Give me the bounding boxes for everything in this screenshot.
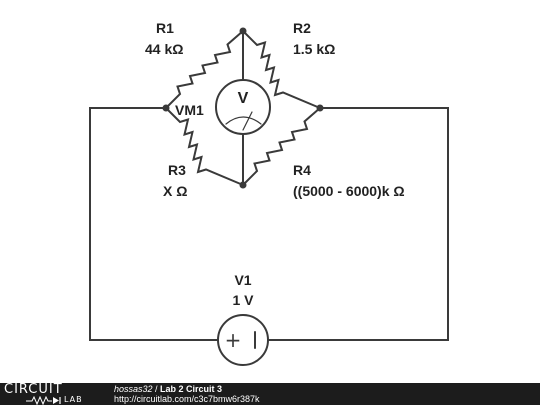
footer-url-link[interactable]: http://circuitlab.com/c3c7bmw6r387k <box>114 394 260 404</box>
circuitlab-logo-bottom: LAB <box>64 395 83 404</box>
v1-value: 1 V <box>232 292 254 308</box>
wire-left-loop <box>89 107 219 341</box>
circuit-schematic: R1 44 kΩ R2 1.5 kΩ VM1 V R3 X Ω R4 ((500… <box>89 20 449 366</box>
circuitlab-logo-top: CIRCUIT <box>4 382 63 397</box>
voltage-source-v1 <box>217 314 269 366</box>
resistor-logo-icon <box>26 396 61 405</box>
voltmeter-scale-arc <box>225 116 262 125</box>
footer-bar: CIRCUIT LAB hossas32 / Lab 2 Circuit 3 h… <box>0 383 540 405</box>
footer-user-link[interactable]: hossas32 <box>114 384 153 394</box>
node-right <box>316 104 324 112</box>
vm1-name: VM1 <box>175 102 204 118</box>
voltmeter-vm1 <box>215 79 271 135</box>
r2-value: 1.5 kΩ <box>293 41 335 57</box>
vm1-symbol: V <box>238 90 249 107</box>
voltmeter-needle <box>242 111 253 131</box>
r3-name: R3 <box>168 162 186 178</box>
footer-separator: / <box>152 384 161 394</box>
node-top <box>239 27 247 35</box>
r1-value: 44 kΩ <box>145 41 183 57</box>
node-left <box>162 104 170 112</box>
r3-value: X Ω <box>163 183 187 199</box>
resistor-r4 <box>242 107 321 186</box>
wire-right-loop <box>267 107 449 341</box>
r4-value: ((5000 - 6000)k Ω <box>293 183 405 199</box>
resistor-r1 <box>165 30 244 109</box>
footer-circuit-title[interactable]: Lab 2 Circuit 3 <box>160 384 223 394</box>
resistor-r2 <box>242 30 321 109</box>
r2-name: R2 <box>293 20 311 36</box>
v1-plus-sign: + <box>225 328 242 352</box>
footer-title-line: hossas32 / Lab 2 Circuit 3 <box>114 384 222 394</box>
r1-name: R1 <box>156 20 174 36</box>
v1-name: V1 <box>234 272 251 288</box>
resistor-r3 <box>165 107 244 186</box>
r4-name: R4 <box>293 162 311 178</box>
node-bottom <box>239 181 247 189</box>
